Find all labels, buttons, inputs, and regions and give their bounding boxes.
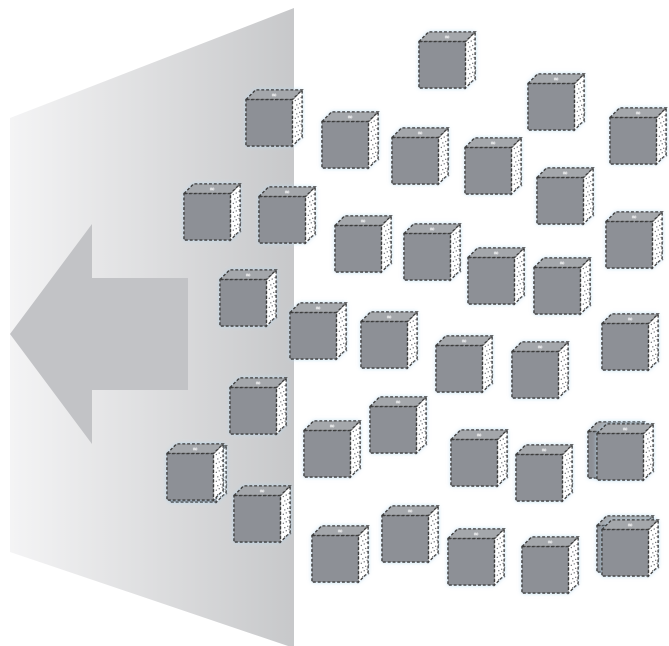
infinity-icon: ∞ (473, 530, 479, 538)
cube-icon: ∞ (532, 254, 592, 314)
cube-icon: ∞ (333, 212, 393, 272)
cube-icon: ∞ (434, 332, 494, 392)
infinity-icon: ∞ (429, 225, 435, 233)
infinity-icon: ∞ (209, 185, 215, 193)
infinity-icon: ∞ (627, 315, 633, 323)
cube-icon: ∞ (535, 164, 595, 224)
cube-icon: ∞ (244, 86, 304, 146)
cube-icon: ∞ (417, 28, 477, 88)
cube-icon: ∞ (510, 338, 570, 398)
cube-icon: ∞ (228, 374, 288, 434)
infinity-icon: ∞ (631, 213, 637, 221)
cube-icon: ∞ (310, 522, 370, 582)
infinity-icon: ∞ (461, 337, 467, 345)
infinity-icon: ∞ (547, 538, 553, 546)
infinity-icon: ∞ (417, 129, 423, 137)
cube-icon: ∞ (595, 420, 655, 480)
cube-icon: ∞ (257, 183, 317, 243)
cube-icon: ∞ (182, 180, 242, 240)
cube-icon: ∞ (608, 104, 668, 164)
infinity-icon: ∞ (347, 113, 353, 121)
infinity-icon: ∞ (337, 527, 343, 535)
infinity-icon: ∞ (315, 304, 321, 312)
infinity-icon: ∞ (627, 521, 633, 529)
infinity-icon: ∞ (541, 446, 547, 454)
cube-icon: ∞ (390, 124, 450, 184)
cube-icon: ∞ (449, 426, 509, 486)
infinity-icon: ∞ (395, 398, 401, 406)
infinity-icon: ∞ (490, 139, 496, 147)
cube-icon: ∞ (288, 299, 348, 359)
cube-icon: ∞ (600, 516, 660, 576)
infinity-icon: ∞ (329, 422, 335, 430)
cube-icon: ∞ (302, 417, 362, 477)
cube-icon: ∞ (320, 108, 380, 168)
cube-icon: ∞ (520, 533, 580, 593)
cube-icon: ∞ (218, 266, 278, 326)
infinity-icon: ∞ (271, 91, 277, 99)
cube-icon: ∞ (526, 70, 586, 130)
infinity-icon: ∞ (476, 431, 482, 439)
infinity-icon: ∞ (493, 249, 499, 257)
infinity-icon: ∞ (360, 217, 366, 225)
cube-icon: ∞ (600, 310, 660, 370)
infinity-icon: ∞ (553, 75, 559, 83)
cube-icon: ∞ (232, 482, 292, 542)
infinity-icon: ∞ (407, 507, 413, 515)
cube-icon: ∞ (359, 308, 419, 368)
cube-icon: ∞ (463, 134, 523, 194)
infinity-icon: ∞ (635, 109, 641, 117)
cube-icon: ∞ (514, 441, 574, 501)
cube-icon: ∞ (368, 393, 428, 453)
infinity-icon: ∞ (622, 425, 628, 433)
cube-icon: ∞ (466, 244, 526, 304)
infinity-icon: ∞ (562, 169, 568, 177)
infinity-icon: ∞ (192, 445, 198, 453)
infinity-icon: ∞ (444, 33, 450, 41)
infinity-icon: ∞ (259, 487, 265, 495)
cube-icon: ∞ (604, 208, 664, 268)
infinity-icon: ∞ (284, 188, 290, 196)
infinity-icon: ∞ (559, 259, 565, 267)
cube-icon: ∞ (380, 502, 440, 562)
infinity-icon: ∞ (537, 343, 543, 351)
cube-icon: ∞ (165, 440, 225, 500)
infinity-icon: ∞ (245, 271, 251, 279)
infinity-icon: ∞ (255, 379, 261, 387)
cube-icon: ∞ (402, 220, 462, 280)
cube-icon: ∞ (446, 525, 506, 585)
infinity-icon: ∞ (386, 313, 392, 321)
